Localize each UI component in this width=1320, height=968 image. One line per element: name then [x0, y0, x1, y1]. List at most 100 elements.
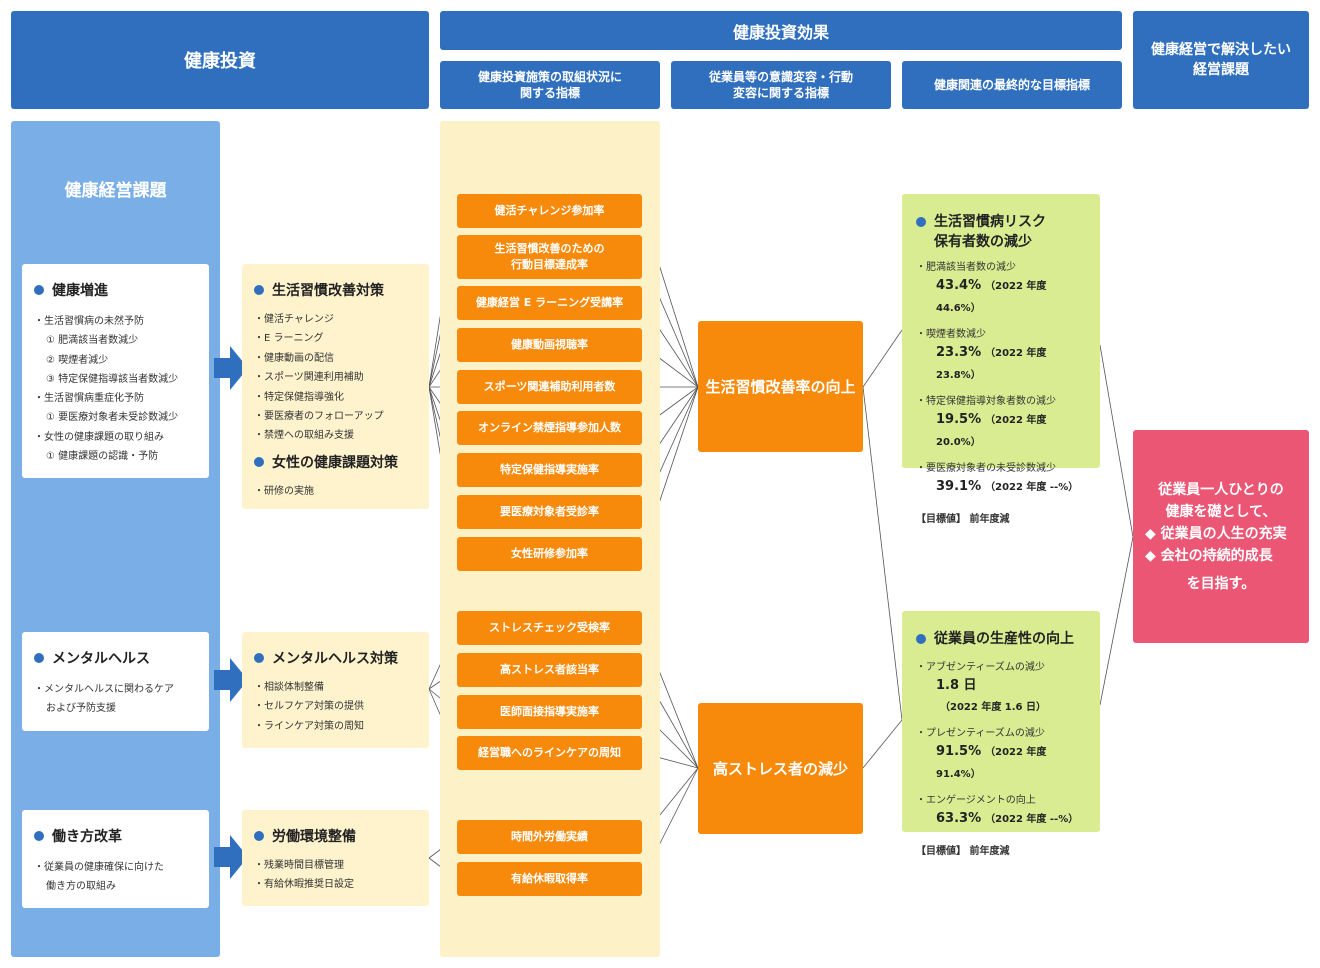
measure-item: ・残業時間目標管理 — [254, 860, 344, 871]
goal-title: 従業員の生産性の向上 — [934, 631, 1074, 647]
issue-item: 働き方の取組み — [46, 881, 116, 893]
metric-value: 39.1% — [936, 479, 982, 494]
bullet-dot-icon — [34, 831, 44, 841]
metric-previous: （2022 年度 91.4%） — [936, 747, 1047, 780]
indicator-box: 生活習慣改善のための 行動目標達成率 — [457, 235, 642, 279]
issue-card-mental-health: メンタルヘルス ・メンタルヘルスに関わるケア および予防支援 — [22, 632, 209, 731]
metric-label: ・アブゼンティーズムの減少 — [916, 662, 1045, 673]
management-goal-box: 従業員一人ひとりの 健康を礎として、 ◆ 従業員の人生の充実 ◆ 会社の持続的成… — [1133, 430, 1309, 643]
issue-item: ② 喫煙者減少 — [46, 354, 109, 366]
issue-title: 働き方改革 — [52, 829, 122, 845]
issue-item: ① 要医療対象者未受診数減少 — [46, 412, 179, 424]
metric-previous: （2022 年度 44.6%） — [936, 281, 1047, 314]
indicator-box: 健康経営 E ラーニング受講率 — [457, 286, 642, 320]
issue-item: ① 肥満該当者数減少 — [46, 335, 139, 347]
measure-item: ・E ラーニング — [254, 333, 324, 345]
issue-item: ・従業員の健康確保に向けた — [34, 862, 164, 873]
measure-card-lifestyle: 生活習慣改善対策 ・健活チャレンジ ・E ラーニング ・健康動画の配信 ・スポー… — [242, 264, 429, 509]
goal-metric: ・プレゼンティーズムの減少 91.5%（2022 年度 91.4%） — [916, 727, 1086, 785]
header-indicators-behavior: 従業員等の意識変容・行動 変容に関する指標 — [671, 61, 891, 109]
metric-value: 19.5% — [936, 412, 982, 427]
measure-item: ・ラインケア対策の周知 — [254, 720, 364, 732]
bullet-dot-icon — [34, 653, 44, 663]
management-goal-line: ◆ 会社の持続的成長 — [1145, 547, 1273, 564]
issue-item: ・生活習慣病の未然予防 — [34, 316, 144, 327]
measure-title: メンタルヘルス対策 — [272, 651, 398, 667]
arrow-right-icon — [214, 835, 248, 879]
indicator-box: ストレスチェック受検率 — [457, 611, 642, 645]
management-goal-line: を目指す。 — [1186, 575, 1256, 592]
indicator-box: 経営職へのラインケアの周知 — [457, 736, 642, 770]
behavior-high-stress-reduction: 高ストレス者の減少 — [698, 703, 863, 834]
metric-previous: （2022 年度 1.6 日） — [940, 702, 1046, 713]
bullet-dot-icon — [916, 634, 926, 644]
goal-card-lifestyle-risk: 生活習慣病リスク 保有者数の減少 ・肥満該当者数の減少 43.4%（2022 年… — [902, 194, 1100, 525]
goal-metric: ・特定保健指導対象者数の減少 19.5%（2022 年度 20.0%） — [916, 395, 1086, 453]
bullet-dot-icon — [34, 285, 44, 295]
measure-title: 生活習慣改善対策 — [272, 283, 384, 299]
management-goal-line: 健康を礎として、 — [1165, 503, 1277, 520]
metric-previous: （2022 年度 20.0%） — [936, 415, 1047, 448]
indicator-box: 医師面接指導実施率 — [457, 695, 642, 729]
management-goal-line: ◆ 従業員の人生の充実 — [1145, 525, 1287, 542]
metric-value: 1.8 日 — [936, 678, 977, 693]
metric-label: ・喫煙者数減少 — [916, 329, 986, 340]
goal-metric: ・喫煙者数減少 23.3%（2022 年度 23.8%） — [916, 328, 1086, 386]
measure-item: ・相談体制整備 — [254, 682, 324, 693]
indicator-box: 時間外労働実績 — [457, 820, 642, 854]
measure-item: ・特定保健指導強化 — [254, 391, 344, 403]
issue-item: ・女性の健康課題の取り組み — [34, 431, 164, 443]
indicator-box: 要医療対象者受診率 — [457, 495, 642, 529]
bullet-dot-icon — [254, 456, 264, 467]
measure-item: ・禁煙への取組み支援 — [254, 430, 354, 442]
metric-value: 43.4% — [936, 278, 982, 293]
goal-metric: ・肥満該当者数の減少 43.4%（2022 年度 44.6%） — [916, 261, 1086, 319]
goal-card-productivity: 従業員の生産性の向上 ・アブゼンティーズムの減少 1.8 日 （2022 年度 1… — [902, 611, 1100, 857]
indicator-box: 特定保健指導実施率 — [457, 453, 642, 487]
measure-item: ・研修の実施 — [254, 485, 314, 497]
header-indicators-initiatives: 健康投資施策の取組状況に 関する指標 — [440, 61, 660, 109]
measure-item: ・セルフケア対策の提供 — [254, 701, 364, 713]
goal-metric: ・要医療対象者の未受診数減少 39.1%（2022 年度 --%） — [916, 462, 1086, 498]
measure-item: ・健康動画の配信 — [254, 352, 334, 364]
issue-title: 健康増進 — [52, 283, 108, 299]
measure-card-mental-health: メンタルヘルス対策 ・相談体制整備 ・セルフケア対策の提供 ・ラインケア対策の周… — [242, 632, 429, 748]
issue-item: および予防支援 — [46, 703, 116, 715]
measure-card-work-environment: 労働環境整備 ・残業時間目標管理 ・有給休暇推奨日設定 — [242, 810, 429, 906]
goal-title: 生活習慣病リスク 保有者数の減少 — [934, 214, 1046, 250]
indicator-box: スポーツ関連補助利用者数 — [457, 370, 642, 404]
bullet-dot-icon — [916, 217, 926, 227]
bullet-dot-icon — [254, 653, 264, 663]
issue-title: メンタルヘルス — [52, 651, 150, 667]
header-management-issue: 健康経営で解決したい 経営課題 — [1133, 11, 1309, 109]
header-health-investment: 健康投資 — [11, 11, 429, 109]
header-health-investment-effect: 健康投資効果 — [440, 11, 1122, 50]
measure-item: ・有給休暇推奨日設定 — [254, 879, 354, 891]
issue-item: ・メンタルヘルスに関わるケア — [34, 684, 174, 695]
metric-previous: （2022 年度 23.8%） — [936, 348, 1047, 381]
metric-label: ・肥満該当者数の減少 — [916, 262, 1016, 273]
indicator-box: 女性研修参加率 — [457, 537, 642, 571]
arrow-right-icon — [214, 658, 248, 702]
metric-label: ・エンゲージメントの向上 — [916, 795, 1036, 806]
metric-value: 63.3% — [936, 811, 982, 826]
header-indicators-final: 健康関連の最終的な目標指標 — [902, 61, 1122, 109]
metric-value: 23.3% — [936, 345, 982, 360]
metric-label: ・要医療対象者の未受診数減少 — [916, 463, 1056, 474]
arrow-right-icon — [214, 346, 248, 390]
measure-title: 労働環境整備 — [272, 829, 356, 845]
measure-item: ・要医療者のフォローアップ — [254, 411, 384, 423]
bullet-dot-icon — [254, 831, 264, 841]
issue-card-health-promotion: 健康増進 ・生活習慣病の未然予防 ① 肥満該当者数減少 ② 喫煙者減少 ③ 特定… — [22, 264, 209, 478]
indicator-box: オンライン禁煙指導参加人数 — [457, 411, 642, 445]
management-goal-line: 従業員一人ひとりの — [1158, 481, 1284, 498]
measure-title: 女性の健康課題対策 — [272, 454, 398, 471]
indicator-box: 有給休暇取得率 — [457, 862, 642, 896]
metric-label: ・特定保健指導対象者数の減少 — [916, 396, 1056, 407]
issue-item: ③ 特定保健指導該当者数減少 — [46, 373, 179, 385]
indicator-box: 健活チャレンジ参加率 — [457, 194, 642, 228]
goal-metric: ・アブゼンティーズムの減少 1.8 日 （2022 年度 1.6 日） — [916, 661, 1086, 718]
goal-metric: ・エンゲージメントの向上 63.3%（2022 年度 --%） — [916, 794, 1086, 830]
goal-target: 【目標値】 前年度減 — [916, 846, 1010, 857]
metric-previous: （2022 年度 --%） — [985, 814, 1079, 825]
